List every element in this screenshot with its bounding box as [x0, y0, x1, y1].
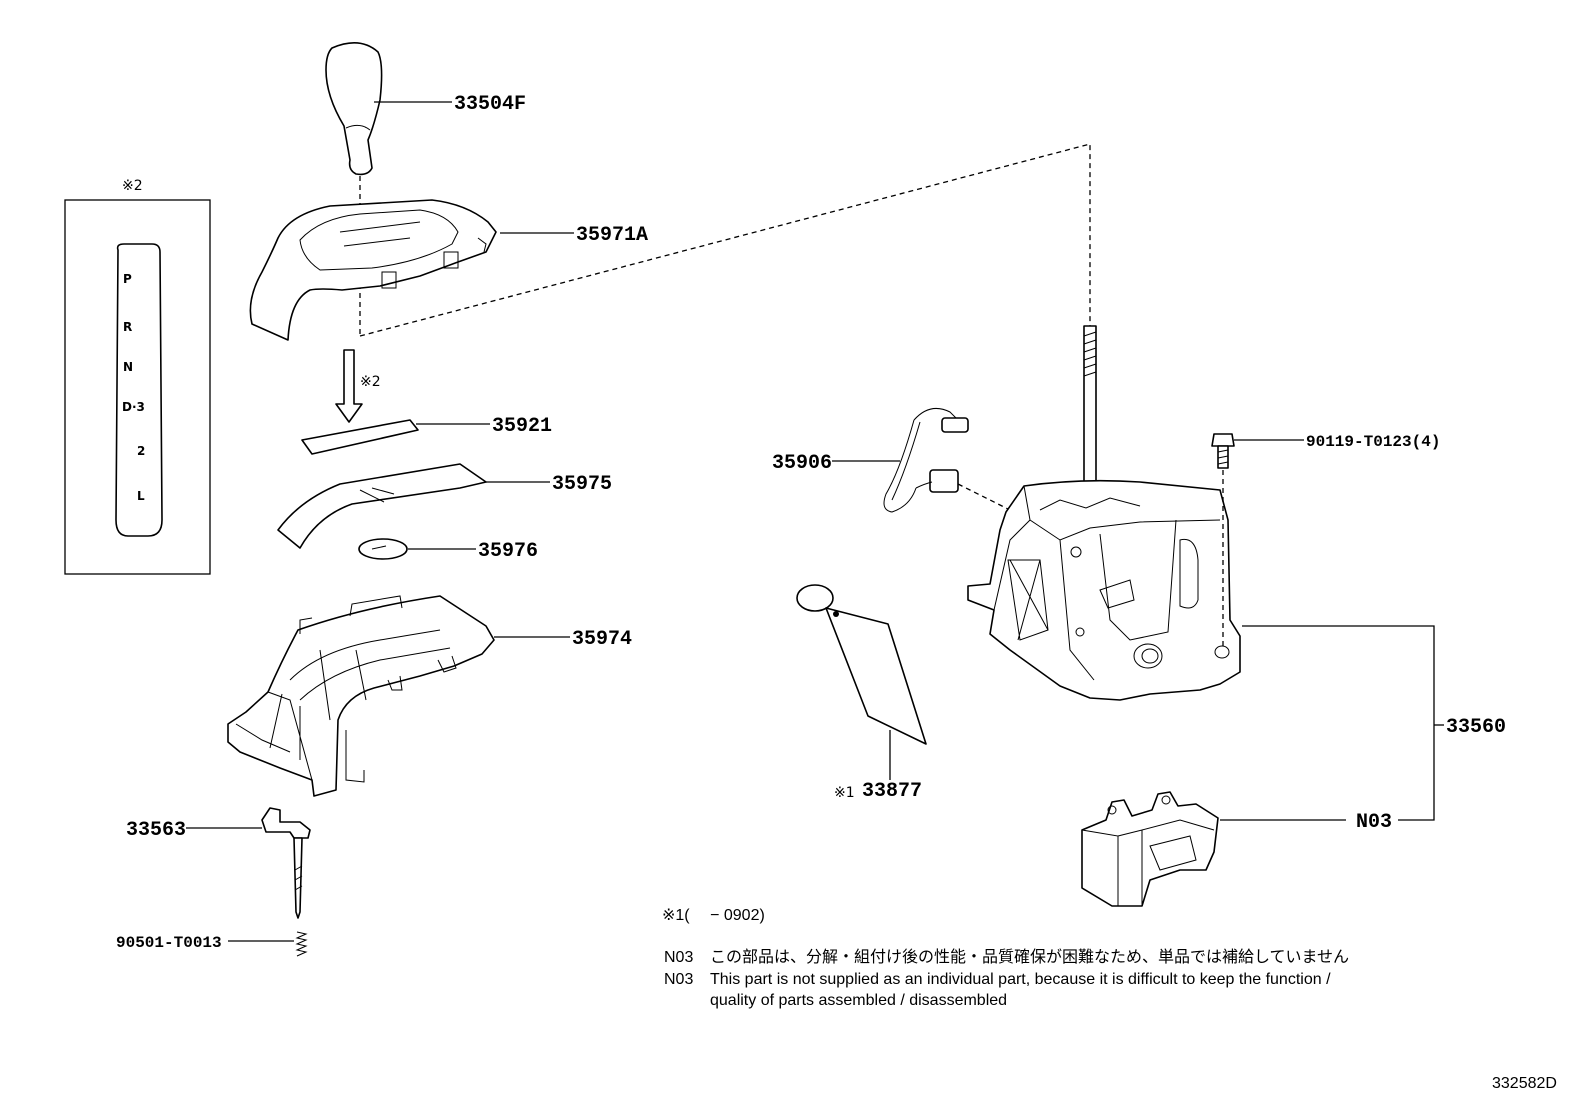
arrow-mark: ※2 [360, 374, 381, 390]
part-number-shift-assy: 33560 [1446, 716, 1506, 739]
part-number-plate: 35921 [492, 415, 552, 438]
note-code: N03 [664, 971, 693, 988]
part-number-sub-assy: N03 [1356, 811, 1392, 834]
part-number-housing: 35974 [572, 628, 632, 651]
disc [358, 538, 408, 560]
inset-mark: ※2 [122, 178, 143, 194]
note-english-line2: quality of parts assembled / disassemble… [710, 992, 1007, 1009]
sub-assembly-block [1081, 791, 1219, 907]
part-number-disc: 35976 [478, 540, 538, 563]
assembly-line [957, 483, 1011, 511]
caution-label [796, 584, 927, 745]
part-number-wire: 35906 [772, 452, 832, 475]
note-japanese: この部品は、分解・組付け後の性能・品質確保が困難なため、単品では補給していません [710, 948, 1349, 966]
indicator-housing [249, 199, 497, 341]
shift-lever-rod [1083, 325, 1097, 529]
indicator-plate [301, 419, 419, 455]
gear-position-labels: P R N D·3 2 L [122, 272, 145, 503]
lock-solenoid-pin [261, 807, 311, 919]
slide-cover [277, 463, 487, 549]
gear-label: N [123, 360, 133, 374]
leader-bracket [1242, 625, 1435, 821]
part-number-spring: 90501-T0013 [116, 934, 222, 952]
part-number-slide-cover: 35975 [552, 473, 612, 496]
inset-frame [64, 199, 211, 575]
shift-lever-assembly [967, 479, 1241, 701]
disc-detail [371, 545, 387, 550]
part-number-lock-solenoid: 33563 [126, 819, 186, 842]
diagram-id: 332582D [1492, 1075, 1557, 1092]
wire-harness [883, 407, 969, 513]
note-range: ※1( − 0902) [662, 907, 765, 924]
spring [295, 931, 308, 957]
gear-label: 2 [137, 444, 145, 458]
note-code: N03 [664, 949, 693, 966]
label-prefix-mark: ※1 [834, 785, 855, 801]
part-number-indicator-housing: 35971A [576, 224, 648, 247]
part-number-label: 33877 [862, 780, 922, 803]
install-arrow [335, 349, 363, 423]
bolt [1211, 433, 1235, 469]
gear-label: D·3 [122, 400, 145, 414]
indicator-plate-inset [115, 243, 163, 537]
part-number-bolt: 90119-T0123(4) [1306, 433, 1440, 451]
shift-housing [227, 595, 495, 797]
note-english-line1: This part is not supplied as an individu… [710, 971, 1331, 988]
gear-label: P [123, 272, 132, 286]
gear-label: L [137, 489, 145, 503]
part-number-knob: 33504F [454, 93, 526, 116]
shift-knob [325, 42, 383, 176]
gear-label: R [123, 320, 132, 334]
